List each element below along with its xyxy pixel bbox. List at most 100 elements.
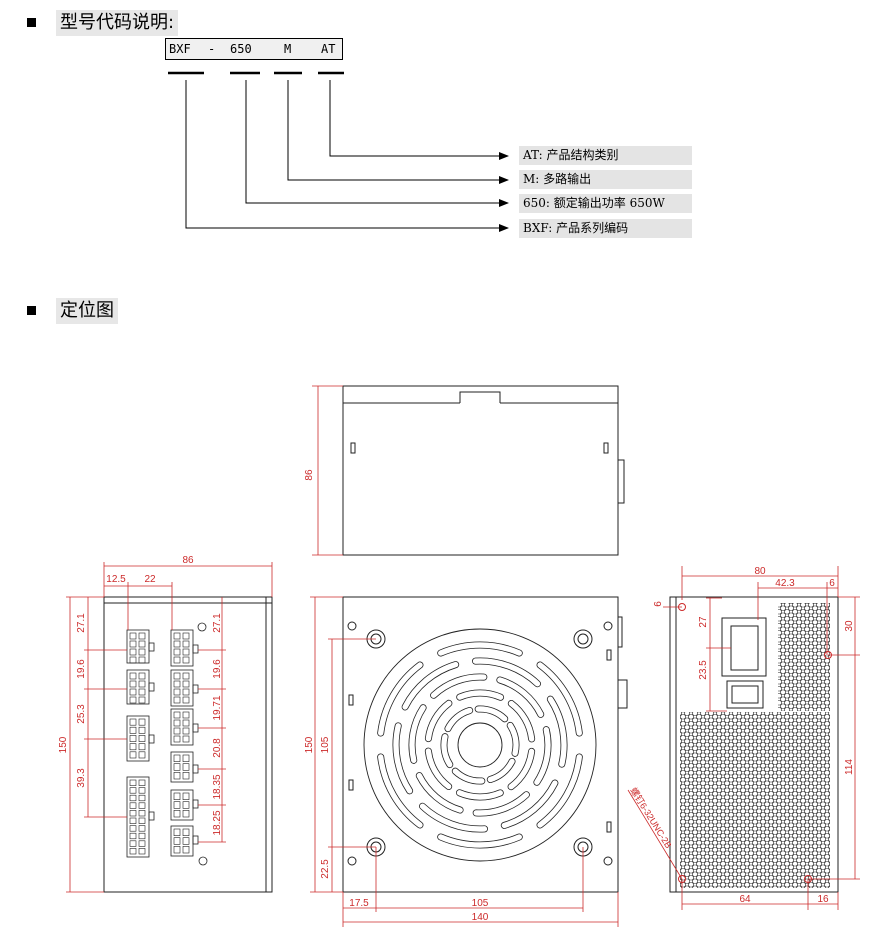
- connector-pin: [182, 632, 190, 640]
- rear-view-dims: [627, 566, 860, 910]
- section-bullet: [27, 18, 36, 27]
- connector-pin: [129, 743, 137, 751]
- connector-pin: [138, 743, 146, 751]
- connector-pin: [173, 680, 181, 688]
- connector-pin: [173, 711, 181, 719]
- dim-right-stack-6: 18.25: [212, 810, 223, 835]
- fan-ring-segment-inner: [501, 780, 558, 829]
- connector-pin: [138, 640, 146, 648]
- legend-structure: AT: 产品结构类别: [519, 146, 692, 165]
- connector-pin: [138, 751, 146, 759]
- fan-ring-segment-inner: [409, 705, 426, 764]
- connector-pin: [129, 648, 137, 656]
- connector-pin: [182, 754, 190, 762]
- connector-pin: [129, 640, 137, 648]
- model-code-box: BXF - 650 M AT: [165, 38, 343, 60]
- connector-pin: [182, 837, 190, 845]
- fan-ring-segment-inner: [487, 758, 515, 783]
- fan-ring-segment-inner: [378, 662, 423, 736]
- connector-pins: [129, 632, 190, 855]
- dim-left-offset2: 22: [144, 574, 156, 585]
- connector-pin: [182, 810, 190, 818]
- connector-pin: [182, 792, 190, 800]
- fan-ring-segment-inner: [438, 834, 522, 848]
- code-structure: AT: [321, 42, 336, 56]
- connector-pin: [138, 794, 146, 802]
- fan-ring-segment-inner: [508, 748, 535, 790]
- dim-rear-socket-height: 27: [698, 616, 709, 628]
- fan-hub: [457, 722, 503, 768]
- code-series: BXF: [169, 42, 191, 56]
- fan-ring-segment-inner: [438, 642, 522, 656]
- code-dash: -: [208, 42, 216, 56]
- rear-view: [669, 596, 839, 893]
- connector-pin: [138, 779, 146, 786]
- fan-ring-segment-inner: [537, 754, 582, 828]
- fan-ring-segment-inner: [425, 700, 452, 742]
- connector-pin: [129, 688, 137, 696]
- fan-ring-segment-inner: [497, 677, 544, 718]
- connector-pin: [129, 751, 137, 759]
- fan-ring-segment-inner: [393, 723, 413, 794]
- connector-pin: [138, 632, 146, 640]
- connector-pin: [129, 787, 137, 794]
- connector-pin: [138, 840, 146, 847]
- layout-title: 定位图: [56, 298, 118, 324]
- fan-ring-segment-inner: [456, 790, 503, 800]
- dim-front-height-total: 150: [304, 736, 315, 753]
- connector-pin: [182, 846, 190, 854]
- connector-pin: [129, 825, 137, 832]
- connector-pin: [182, 772, 190, 780]
- connector-pin: [173, 640, 181, 648]
- connector-pin: [129, 718, 137, 726]
- top-view: [342, 385, 625, 556]
- dim-left-stack-2: 19.6: [76, 659, 87, 679]
- dim-right-stack-4: 20.8: [212, 738, 223, 758]
- connector-pin: [138, 817, 146, 824]
- connector-pin: [129, 680, 137, 688]
- fan-ring-segment-inner: [441, 733, 453, 768]
- connector-pin: [173, 696, 181, 704]
- top-view-dims: [312, 385, 343, 556]
- dim-right-stack-2: 19.6: [212, 659, 223, 679]
- dim-rear-width-total: 80: [754, 566, 766, 577]
- code-leaders: [168, 71, 509, 232]
- fan-grille: [363, 628, 597, 862]
- connector-pin: [138, 735, 146, 742]
- fan-ring-segment-inner: [508, 700, 535, 742]
- fan-ring-segment-inner: [425, 748, 452, 790]
- connector-pin: [173, 735, 181, 743]
- fan-ring-segment-inner: [457, 690, 504, 700]
- connector-pin: [129, 735, 137, 742]
- connector-pin: [182, 648, 190, 656]
- dim-rear-top-right: 6: [829, 578, 835, 589]
- dim-right-stack-3: 19.71: [212, 695, 223, 720]
- connector-pin: [138, 672, 146, 680]
- connector-pin: [129, 848, 137, 855]
- fan-ring-segment-inner: [430, 674, 487, 698]
- code-power: 650: [230, 42, 252, 56]
- fan-ring-segment-inner: [475, 706, 508, 722]
- dim-rear-right-height: 114: [844, 759, 855, 775]
- connector-pin: [138, 787, 146, 794]
- connector-pin: [138, 832, 146, 840]
- front-view-dims: [310, 596, 619, 927]
- dim-left-stack-4: 39.3: [76, 768, 87, 788]
- legend-power: 650: 额定输出功率 650W: [519, 194, 692, 213]
- connector-pin: [129, 817, 137, 824]
- connector-pin: [173, 792, 181, 800]
- model-code-title: 型号代码说明:: [56, 10, 179, 36]
- connector-pin: [138, 848, 146, 855]
- fan-ring-segment-inner: [507, 722, 519, 757]
- fan-ring-segment-inner: [445, 707, 473, 732]
- dim-front-width-total: 140: [472, 912, 489, 923]
- connector-pin: [138, 656, 146, 664]
- fan-ring-segment-inner: [534, 726, 551, 785]
- connector-pin: [182, 672, 190, 680]
- connector-pin: [182, 688, 190, 696]
- dim-rear-left-top: 6: [653, 601, 664, 607]
- dim-right-stack-5: 18.35: [212, 774, 223, 799]
- connector-pin: [138, 726, 146, 734]
- fan-ring-segment-inner: [452, 768, 485, 784]
